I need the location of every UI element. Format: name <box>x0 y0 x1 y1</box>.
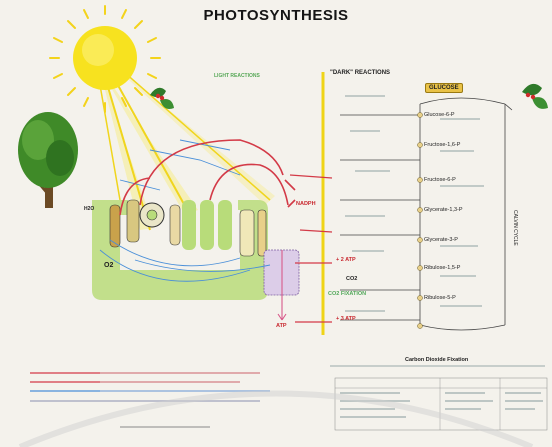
o2-label: O2 <box>104 262 113 269</box>
nadph-label: NADPH <box>296 201 316 207</box>
dark-reactions-label: "DARK" REACTIONS <box>330 70 390 76</box>
fructose-6p-label: Fructose-6-P <box>424 177 456 183</box>
atp-mid-label: + 2 ATP <box>336 257 356 263</box>
calvin-cycle-label: CALVIN CYCLE <box>512 210 518 246</box>
glucose-6p-label: Glucose-6-P <box>424 112 455 118</box>
fructose-16p-label: Fructose-1,6-P <box>424 142 460 148</box>
glucose-label: GLUCOSE <box>425 83 463 93</box>
page-title: PHOTOSYNTHESIS <box>0 7 552 24</box>
h2o-label: H2O <box>84 206 94 212</box>
ribulose-5p-label: Ribulose-5-P <box>424 295 456 301</box>
glycerate-3p-label: Glycerate-3-P <box>424 237 458 243</box>
glycerate-13p-label: Glycerate-1,3-P <box>424 207 463 213</box>
ribulose-15p-label: Ribulose-1,5-P <box>424 265 460 271</box>
carbon-fixation-title: Carbon Dioxide Fixation <box>405 357 468 363</box>
atp-low-label: + 3 ATP <box>336 316 356 322</box>
atp-left-label: ATP <box>276 323 287 329</box>
co2-label: CO2 <box>346 276 357 282</box>
light-reactions-label: LIGHT REACTIONS <box>214 73 260 79</box>
co2-fixation-label: CO2 FIXATION <box>328 291 366 297</box>
